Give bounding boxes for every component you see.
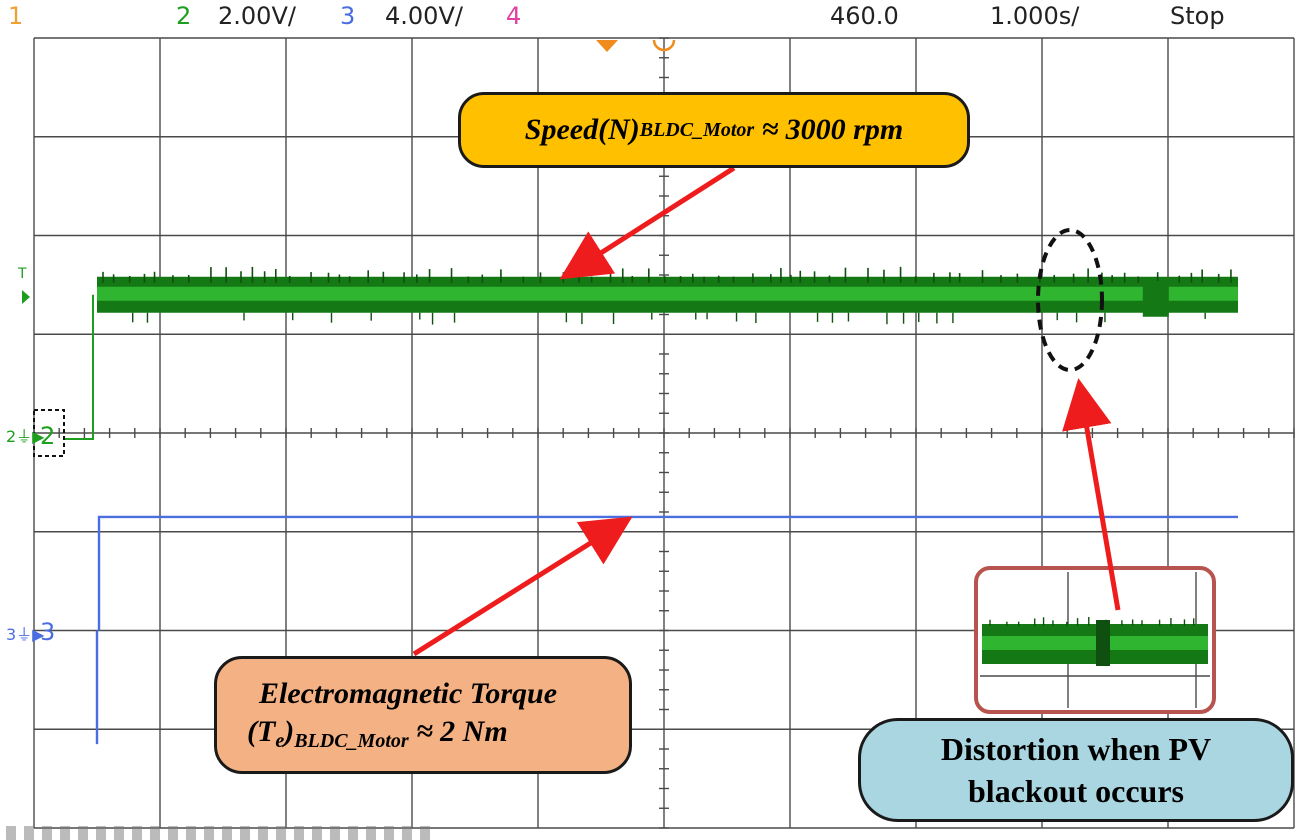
speed-band-light <box>97 286 1238 301</box>
ch3-indicator[interactable]: 3 <box>340 2 356 30</box>
trigger-level-marker <box>22 290 30 304</box>
trigger-position-marker <box>596 40 618 52</box>
speed-step-edge <box>64 294 94 440</box>
distortion-annotation: Distortion when PV blackout occurs <box>858 718 1294 822</box>
speed-annotation: Speed(N)BLDC_Motor ≈ 3000 rpm <box>458 92 970 168</box>
torque-subscript: BLDC_Motor <box>294 730 409 752</box>
inset-band-light <box>982 636 1208 650</box>
inset-distortion-notch <box>1096 620 1110 666</box>
ch2-ground-symbol: 2⏚▶ <box>6 427 45 446</box>
inset-speed-trace <box>982 616 1208 666</box>
ch3-ground-symbol: 3⏚▶ <box>6 625 45 644</box>
distortion-highlight-ellipse <box>1036 228 1104 372</box>
distortion-line1: Distortion when PV <box>940 731 1212 767</box>
trigger-time: 460.0 <box>830 2 899 30</box>
distortion-line2: blackout occurs <box>968 773 1184 809</box>
ch4-indicator[interactable]: 4 <box>506 2 522 30</box>
torque-annotation: Electromagnetic Torque (Te)BLDC_Motor ≈ … <box>214 656 632 774</box>
graticule <box>33 37 1295 829</box>
trigger-level-label: T <box>17 266 27 282</box>
timebase: 1.000s/ <box>990 2 1080 30</box>
bottom-measurement-strip <box>0 826 1300 840</box>
ch3-scale: 4.00V/ <box>385 2 463 30</box>
run-state[interactable]: Stop <box>1170 2 1225 30</box>
speed-value: ≈ 3000 rpm <box>761 113 904 146</box>
ch1-indicator[interactable]: 1 <box>8 2 24 30</box>
speed-distortion-notch <box>1142 280 1169 317</box>
torque-label: Electromagnetic Torque <box>259 677 558 710</box>
torque-trace <box>95 515 1238 745</box>
ch2-indicator[interactable]: 2 <box>176 2 192 30</box>
speed-label: Speed(N) <box>524 113 640 146</box>
ch2-scale: 2.00V/ <box>218 2 296 30</box>
distortion-arrow <box>1062 378 1121 611</box>
torque-symbol: (T <box>247 715 276 748</box>
torque-line <box>95 515 1238 745</box>
ch3-ground-label: 3 <box>40 618 55 646</box>
distortion-zoom-inset <box>974 566 1216 714</box>
channel-markers: T 2⏚▶ 2 3⏚▶ 3 <box>6 266 65 646</box>
torque-arrow <box>412 516 633 657</box>
speed-arrow <box>559 165 736 280</box>
graticule-ticks <box>33 37 1295 829</box>
delay-reference-marker <box>652 39 676 52</box>
speed-trace <box>64 266 1238 440</box>
torque-value: ≈ 2 Nm <box>416 715 508 748</box>
speed-subscript: BLDC_Motor <box>639 118 755 141</box>
torque-symbol-sub: e <box>275 730 285 752</box>
ch2-ground-label: 2 <box>40 422 55 450</box>
trigger-markers <box>596 39 676 52</box>
scope-status-bar: 1 2 2.00V/ 3 4.00V/ 4 460.0 1.000s/ Stop <box>0 0 1300 36</box>
ch2-ground-box <box>33 409 65 457</box>
